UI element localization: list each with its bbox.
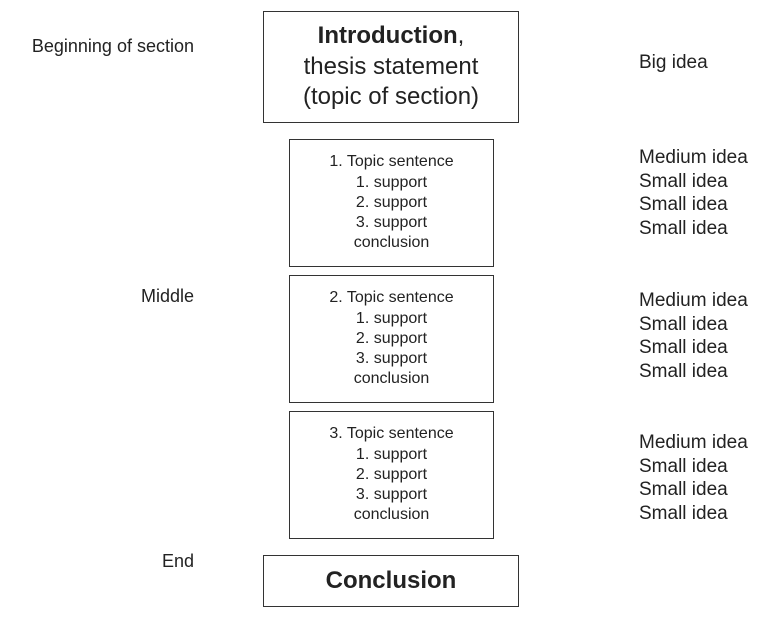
support-line: 1. support bbox=[355, 173, 428, 191]
idea-group-1: Medium idea Small idea Small idea Small … bbox=[639, 146, 748, 240]
small-idea-label: Small idea bbox=[639, 360, 728, 382]
label-beginning-of-section: Beginning of section bbox=[31, 36, 194, 56]
topic-sentence: 3. Topic sentence bbox=[329, 425, 454, 443]
support-line: 3. support bbox=[355, 350, 428, 368]
support-line: 1. support bbox=[355, 309, 428, 327]
support-line: 3. support bbox=[355, 486, 428, 504]
introduction-box: Introduction, thesis statement (topic of… bbox=[263, 11, 519, 123]
medium-idea-label: Medium idea bbox=[639, 290, 748, 311]
support-line: 1. support bbox=[355, 445, 428, 463]
intro-title-line: Introduction, bbox=[318, 21, 465, 52]
small-idea-label: Small idea bbox=[639, 170, 728, 192]
paragraph-box-1: 1. Topic sentence 1. support 2. support … bbox=[289, 139, 494, 267]
small-idea-label: Small idea bbox=[639, 217, 728, 239]
paragraph-conclusion: conclusion bbox=[353, 370, 430, 388]
intro-title-comma: , bbox=[457, 22, 465, 50]
small-idea-label: Small idea bbox=[639, 479, 728, 501]
topic-sentence: 2. Topic sentence bbox=[329, 289, 454, 307]
paragraph-box-3: 3. Topic sentence 1. support 2. support … bbox=[289, 411, 494, 539]
idea-group-2: Medium idea Small idea Small idea Small … bbox=[639, 289, 748, 383]
small-idea-label: Small idea bbox=[639, 337, 728, 359]
idea-group-3: Medium idea Small idea Small idea Small … bbox=[639, 431, 748, 525]
small-idea-label: Small idea bbox=[639, 502, 728, 524]
label-end: End bbox=[161, 551, 194, 571]
paragraph-conclusion: conclusion bbox=[353, 506, 430, 524]
medium-idea-label: Medium idea bbox=[639, 432, 748, 453]
conclusion-title: Conclusion bbox=[325, 567, 457, 594]
intro-title: Introduction bbox=[317, 22, 458, 50]
intro-topic-line: (topic of section) bbox=[302, 83, 480, 111]
label-middle: Middle bbox=[140, 286, 194, 306]
paragraph-box-2: 2. Topic sentence 1. support 2. support … bbox=[289, 275, 494, 403]
small-idea-label: Small idea bbox=[639, 194, 728, 216]
small-idea-label: Small idea bbox=[639, 455, 728, 477]
paragraph-conclusion: conclusion bbox=[353, 234, 430, 252]
medium-idea-label: Medium idea bbox=[639, 147, 748, 168]
intro-thesis-line: thesis statement bbox=[303, 52, 479, 80]
topic-sentence: 1. Topic sentence bbox=[329, 153, 454, 171]
support-line: 2. support bbox=[355, 465, 428, 483]
label-big-idea: Big idea bbox=[639, 52, 708, 73]
conclusion-box: Conclusion bbox=[263, 555, 519, 607]
small-idea-label: Small idea bbox=[639, 313, 728, 335]
support-line: 3. support bbox=[355, 214, 428, 232]
support-line: 2. support bbox=[355, 193, 428, 211]
support-line: 2. support bbox=[355, 329, 428, 347]
